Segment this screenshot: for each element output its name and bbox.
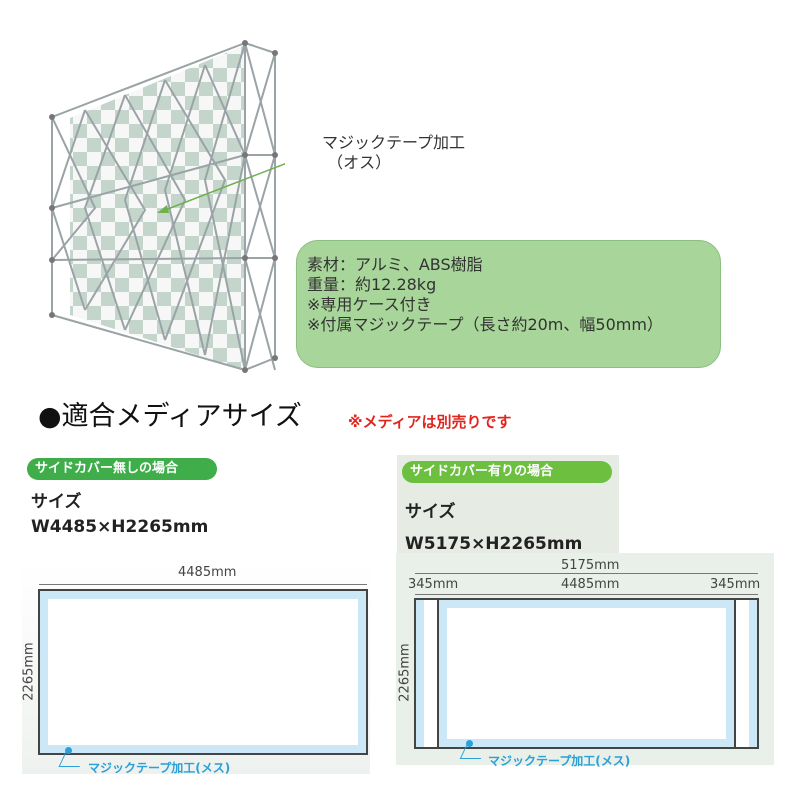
- side-cover-left-divider: [437, 600, 439, 747]
- width-dim-left: 4485mm: [178, 565, 237, 580]
- badge-without-cover: サイドカバー無しの場合: [27, 458, 217, 480]
- side-cover-left-strip: [416, 600, 424, 747]
- side-cover-right-divider: [734, 600, 736, 747]
- media-left: [38, 589, 368, 755]
- tape-label-right: マジックテープ加工(メス): [488, 754, 631, 768]
- side-right-dim: 345mm: [710, 577, 761, 592]
- side-left-dim: 345mm: [408, 577, 459, 592]
- size-label-left: サイズ: [31, 492, 82, 512]
- side-cover-right-strip: [749, 600, 757, 747]
- height-dim-left: 2265mm: [21, 642, 37, 701]
- spec-weight: 重量：約12.28kg: [307, 275, 437, 294]
- spec-material: 素材：アルミ、ABS樹脂: [307, 255, 483, 274]
- section-dim-line: [415, 594, 758, 595]
- spec-case: ※専用ケース付き: [307, 295, 432, 314]
- size-label-right: サイズ: [405, 502, 456, 522]
- spec-tape: ※付属マジックテープ（長さ約20m、幅50mm）: [307, 315, 663, 334]
- section-title: ●適合メディアサイズ: [38, 401, 302, 432]
- callout-line-1: マジックテープ加工: [322, 133, 466, 152]
- total-width-dim-line: [415, 573, 758, 574]
- badge-with-cover: サイドカバー有りの場合: [402, 461, 612, 483]
- size-value-left: W4485×H2265mm: [31, 517, 209, 537]
- product-photo: [45, 40, 314, 380]
- height-dim-right: 2265mm: [397, 643, 413, 702]
- tape-label-left: マジックテープ加工(メス): [88, 761, 231, 775]
- tape-dot-left: [65, 747, 72, 754]
- spec-box: 素材：アルミ、ABS樹脂 重量：約12.28kg ※専用ケース付き ※付属マジッ…: [296, 240, 721, 368]
- media-right: [414, 598, 759, 749]
- size-value-right: W5175×H2265mm: [405, 534, 583, 554]
- callout-line-2: （オス）: [327, 153, 392, 172]
- main-media-inner: [447, 608, 726, 739]
- callout-label: マジックテープ加工 （オス）: [322, 133, 465, 173]
- popup-frame-illustration: [49, 40, 314, 373]
- section-note: ※メディアは別売りです: [348, 413, 512, 431]
- center-dim: 4485mm: [561, 577, 620, 592]
- tape-dot-right: [466, 740, 473, 747]
- width-dim-line-left: [39, 584, 367, 585]
- media-left-inner: [48, 599, 358, 745]
- total-width-dim: 5175mm: [561, 558, 620, 573]
